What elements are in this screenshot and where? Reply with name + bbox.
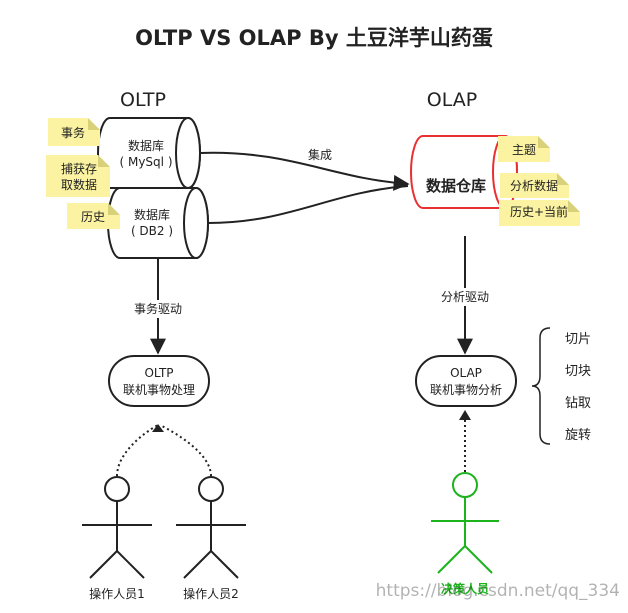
operator2-figure: [176, 476, 246, 579]
olap-drive-label: 分析驱动: [441, 290, 489, 304]
integration-arrow-db2: [207, 185, 409, 224]
operation-dice: 切块: [565, 364, 591, 379]
note-analysis-text: 分析数据: [510, 178, 558, 193]
note-topic-text: 主题: [512, 143, 536, 157]
oltp-header: OLTP: [120, 89, 166, 111]
decision-maker-label: 决策人员: [441, 581, 489, 596]
olap-arrowhead: [459, 410, 471, 420]
note-capture-line2: 取数据: [61, 177, 97, 192]
mysql-label: 数据库: [128, 138, 164, 153]
note-capture: 捕获存 取数据: [46, 155, 110, 197]
note-history-current: 历史+当前: [499, 200, 580, 226]
note-capture-line1: 捕获存: [61, 161, 97, 176]
integration-arrow-mysql: [199, 151, 410, 191]
note-shiwu: 事务: [48, 118, 100, 146]
operation-slice: 切片: [565, 332, 591, 347]
note-history-current-text: 历史+当前: [510, 204, 568, 219]
mysql-database: 数据库 ( MySql ): [97, 117, 201, 189]
operator2-label: 操作人员2: [183, 586, 239, 601]
operator1-figure: [82, 476, 152, 579]
olap-drive-label-bg: [437, 288, 493, 306]
decision-maker-figure: [431, 472, 499, 574]
operations-brace: [531, 327, 551, 445]
diagram-title: OLTP VS OLAP By 土豆洋芋山药蛋: [135, 26, 493, 50]
note-history: 历史: [67, 203, 120, 229]
db2-database: 数据库 ( DB2 ): [107, 187, 209, 259]
olap-process-subtitle: 联机事物分析: [430, 383, 502, 397]
oltp-process: OLTP 联机事物处理: [108, 355, 210, 407]
oltp-arrowhead: [152, 424, 164, 432]
oltp-drive-label-bg: [130, 300, 186, 318]
note-analysis: 分析数据: [500, 173, 569, 198]
operator1-link: [116, 424, 159, 477]
db2-name: ( DB2 ): [131, 224, 173, 238]
watermark: https://blog.csdn.net/qq_334: [376, 581, 620, 601]
operation-drill: 钻取: [565, 396, 591, 411]
operator2-link: [159, 424, 212, 477]
oltp-process-subtitle: 联机事物处理: [123, 383, 195, 397]
note-shiwu-text: 事务: [61, 125, 85, 140]
olap-process-title: OLAP: [450, 366, 482, 380]
oltp-drive-label: 事务驱动: [134, 301, 182, 316]
note-history-text: 历史: [81, 210, 105, 224]
note-topic: 主题: [498, 136, 550, 162]
operation-pivot: 旋转: [565, 428, 591, 443]
olap-header: OLAP: [427, 89, 477, 111]
db2-label: 数据库: [134, 207, 170, 222]
warehouse-label: 数据仓库: [426, 177, 486, 195]
mysql-name: ( MySql ): [119, 155, 172, 169]
olap-process: OLAP 联机事物分析: [415, 355, 517, 407]
oltp-process-title: OLTP: [144, 366, 173, 380]
integration-label: 集成: [308, 147, 332, 162]
operator1-label: 操作人员1: [89, 586, 145, 601]
